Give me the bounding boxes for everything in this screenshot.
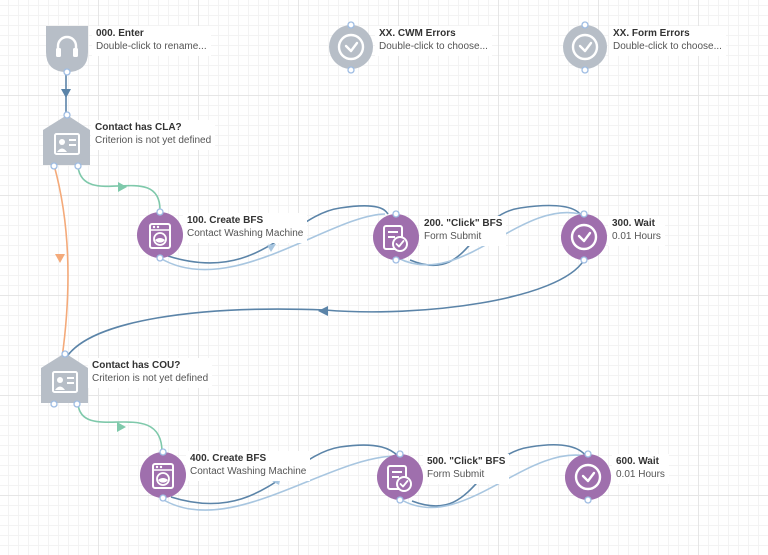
node-subtitle: Double-click to rename... [96, 41, 207, 52]
label-300-wait[interactable]: 300. Wait 0.01 Hours [608, 216, 665, 246]
node-subtitle: Criterion is not yet defined [92, 373, 209, 384]
link-500-to-600-b[interactable] [399, 454, 587, 509]
link-400-to-500-b[interactable] [161, 455, 399, 511]
link-100-to-200-b[interactable] [159, 213, 386, 271]
label-400-create-bfs[interactable]: 400. Create BFS Contact Washing Machine [186, 451, 311, 481]
node-200-click-bfs[interactable] [373, 210, 419, 264]
label-200-click-bfs[interactable]: 200. "Click" BFS Form Submit [420, 216, 507, 246]
node-500-click-bfs[interactable] [377, 450, 423, 504]
node-subtitle: Double-click to choose... [613, 41, 722, 52]
node-400-create-bfs[interactable] [140, 448, 186, 502]
label-cwm-errors[interactable]: XX. CWM Errors Double-click to choose... [375, 26, 492, 56]
node-subtitle: Double-click to choose... [379, 41, 488, 52]
link-500-to-600[interactable] [411, 443, 587, 507]
node-title: Contact has COU? [92, 360, 181, 371]
node-300-wait[interactable] [561, 210, 607, 264]
label-contact-has-cla[interactable]: Contact has CLA? Criterion is not yet de… [91, 120, 216, 150]
node-title: 100. Create BFS [187, 215, 264, 226]
node-subtitle: Criterion is not yet defined [95, 135, 212, 146]
link-100-to-200[interactable] [167, 205, 389, 264]
node-subtitle: 0.01 Hours [616, 469, 665, 480]
label-contact-has-cou[interactable]: Contact has COU? Criterion is not yet de… [88, 358, 213, 388]
link-cou-to-400[interactable] [77, 403, 163, 453]
label-500-click-bfs[interactable]: 500. "Click" BFS Form Submit [423, 454, 510, 484]
label-100-create-bfs[interactable]: 100. Create BFS Contact Washing Machine [183, 213, 308, 243]
node-title: 300. Wait [612, 218, 655, 229]
arrow-orange [55, 254, 65, 263]
link-400-to-500[interactable] [170, 444, 399, 505]
node-title: 000. Enter [96, 28, 144, 39]
arrow-green-1 [118, 182, 127, 192]
node-subtitle: Contact Washing Machine [190, 466, 307, 477]
node-subtitle: Form Submit [424, 231, 482, 242]
node-subtitle: Contact Washing Machine [187, 228, 304, 239]
arrow-green-2 [117, 422, 126, 432]
node-subtitle: 0.01 Hours [612, 231, 661, 242]
node-contact-has-cla[interactable] [43, 111, 90, 170]
node-title: 500. "Click" BFS [427, 456, 506, 467]
node-title: 200. "Click" BFS [424, 218, 503, 229]
node-contact-has-cou[interactable] [41, 350, 88, 408]
label-form-errors[interactable]: XX. Form Errors Double-click to choose..… [609, 26, 726, 56]
node-title: 400. Create BFS [190, 453, 267, 464]
node-subtitle: Form Submit [427, 469, 485, 480]
node-form-errors[interactable] [563, 21, 607, 74]
node-000-enter[interactable] [46, 26, 88, 76]
node-600-wait[interactable] [565, 450, 611, 504]
node-title: XX. CWM Errors [379, 28, 456, 39]
arrow-light-1 [267, 244, 276, 252]
label-600-wait[interactable]: 600. Wait 0.01 Hours [612, 454, 669, 484]
node-title: XX. Form Errors [613, 28, 690, 39]
arrow-blue-back [318, 306, 328, 316]
node-cwm-errors[interactable] [329, 21, 373, 74]
node-title: Contact has CLA? [95, 122, 182, 133]
link-200-to-300[interactable] [409, 204, 581, 267]
node-100-create-bfs[interactable] [137, 208, 183, 262]
arrow-enter-cla [61, 89, 71, 98]
link-cla-to-cou[interactable] [53, 164, 69, 359]
node-title: 600. Wait [616, 456, 659, 467]
label-000-enter[interactable]: 000. Enter Double-click to rename... [92, 26, 211, 56]
